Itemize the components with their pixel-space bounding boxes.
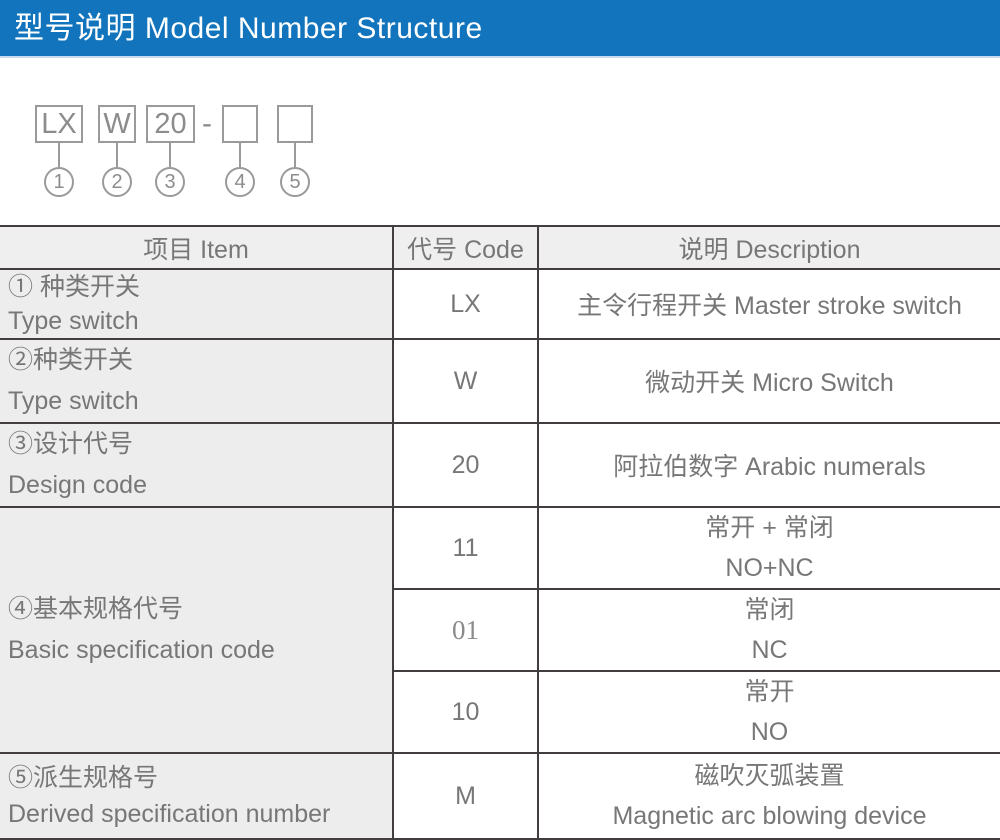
model-number-table: 项目 Item 代号 Code 说明 Description ① 种类开关 Ty… bbox=[0, 225, 1000, 840]
connector-line-5 bbox=[294, 143, 296, 167]
description-zh: 常闭 bbox=[744, 596, 795, 624]
description-cell: 微动开关 Micro Switch bbox=[537, 338, 1000, 424]
table-row-basic-spec-11: ④基本规格代号 Basic specification code 11 常开 +… bbox=[0, 506, 1000, 754]
code-cell: 20 bbox=[392, 422, 539, 508]
page-title-bar: 型号说明 Model Number Structure bbox=[0, 0, 1000, 58]
item-zh: ⑤派生规格号 bbox=[8, 764, 159, 792]
description-cell: 磁吹灭弧装置 Magnetic arc blowing device bbox=[537, 752, 1000, 840]
item-zh: ②种类开关 bbox=[8, 346, 134, 374]
circled-number-3: 3 bbox=[155, 167, 185, 197]
description-zh: 磁吹灭弧装置 bbox=[694, 762, 845, 790]
item-zh: ③设计代号 bbox=[8, 430, 134, 458]
code-box-3: 20 bbox=[146, 105, 195, 143]
description-en: NC bbox=[751, 636, 788, 664]
hyphen-separator: - bbox=[202, 107, 212, 140]
circled-number-2: 2 bbox=[102, 167, 132, 197]
code-box-2: W bbox=[98, 105, 136, 143]
connector-line-3 bbox=[169, 143, 171, 167]
column-header-description: 说明 Description bbox=[537, 225, 1000, 270]
description-en: Magnetic arc blowing device bbox=[612, 802, 927, 830]
table-row-basic-spec-01: 01 常闭 NC bbox=[0, 588, 1000, 672]
table-row-basic-spec-10: 10 常开 NO bbox=[0, 670, 1000, 754]
description-cell: 常开 + 常闭 NO+NC bbox=[537, 506, 1000, 590]
item-en: Basic specification code bbox=[8, 636, 275, 664]
circled-number-1: 1 bbox=[44, 167, 74, 197]
description-cell: 常闭 NC bbox=[537, 588, 1000, 672]
connector-line-1 bbox=[58, 143, 60, 167]
circled-number-4: 4 bbox=[225, 167, 255, 197]
model-number-diagram: LX 1 W 2 20 3 - 4 5 bbox=[0, 0, 400, 220]
table-row-design-code: ③设计代号 Design code 20 阿拉伯数字 Arabic numera… bbox=[0, 422, 1000, 508]
description-cell: 阿拉伯数字 Arabic numerals bbox=[537, 422, 1000, 508]
item-en: Type switch bbox=[8, 307, 139, 335]
code-cell: 11 bbox=[392, 506, 539, 590]
description-zh: 常开 + 常闭 bbox=[705, 514, 834, 542]
code-cell: 10 bbox=[393, 670, 539, 754]
table-row-type-switch-lx: ① 种类开关 Type switch LX 主令行程开关 Master stro… bbox=[0, 268, 1000, 340]
description-cell: 常开 NO bbox=[537, 670, 1000, 754]
page-title: 型号说明 Model Number Structure bbox=[14, 12, 483, 45]
item-cell: ① 种类开关 Type switch bbox=[0, 268, 394, 340]
description-en: NO bbox=[750, 718, 789, 746]
connector-line-2 bbox=[116, 143, 118, 167]
table-header-row: 项目 Item 代号 Code 说明 Description bbox=[0, 225, 1000, 270]
connector-line-4 bbox=[239, 143, 241, 167]
item-cell: ③设计代号 Design code bbox=[0, 422, 394, 508]
description-cell: 主令行程开关 Master stroke switch bbox=[537, 268, 1000, 340]
code-box-5 bbox=[277, 105, 313, 143]
code-cell: W bbox=[392, 338, 539, 424]
description-en: NO+NC bbox=[725, 554, 814, 582]
description-zh: 常开 bbox=[744, 678, 795, 706]
item-cell: ②种类开关 Type switch bbox=[0, 338, 394, 424]
item-en: Design code bbox=[8, 471, 147, 499]
code-cell: M bbox=[392, 752, 539, 840]
item-zh: ① 种类开关 bbox=[8, 273, 140, 301]
table-row-derived-spec: ⑤派生规格号 Derived specification number M 磁吹… bbox=[0, 752, 1000, 840]
item-zh: ④基本规格代号 bbox=[8, 595, 184, 623]
code-box-1: LX bbox=[35, 105, 83, 143]
column-header-code: 代号 Code bbox=[392, 225, 539, 270]
item-en: Derived specification number bbox=[8, 800, 331, 828]
circled-number-5: 5 bbox=[280, 167, 310, 197]
item-en: Type switch bbox=[8, 387, 139, 415]
column-header-item: 项目 Item bbox=[0, 225, 394, 270]
code-box-4 bbox=[222, 105, 258, 143]
item-cell-basic-spec: ④基本规格代号 Basic specification code bbox=[0, 506, 394, 754]
item-cell: ⑤派生规格号 Derived specification number bbox=[0, 752, 394, 840]
table-row-type-switch-w: ②种类开关 Type switch W 微动开关 Micro Switch bbox=[0, 338, 1000, 424]
code-cell: 01 bbox=[393, 588, 539, 672]
code-cell: LX bbox=[392, 268, 539, 340]
